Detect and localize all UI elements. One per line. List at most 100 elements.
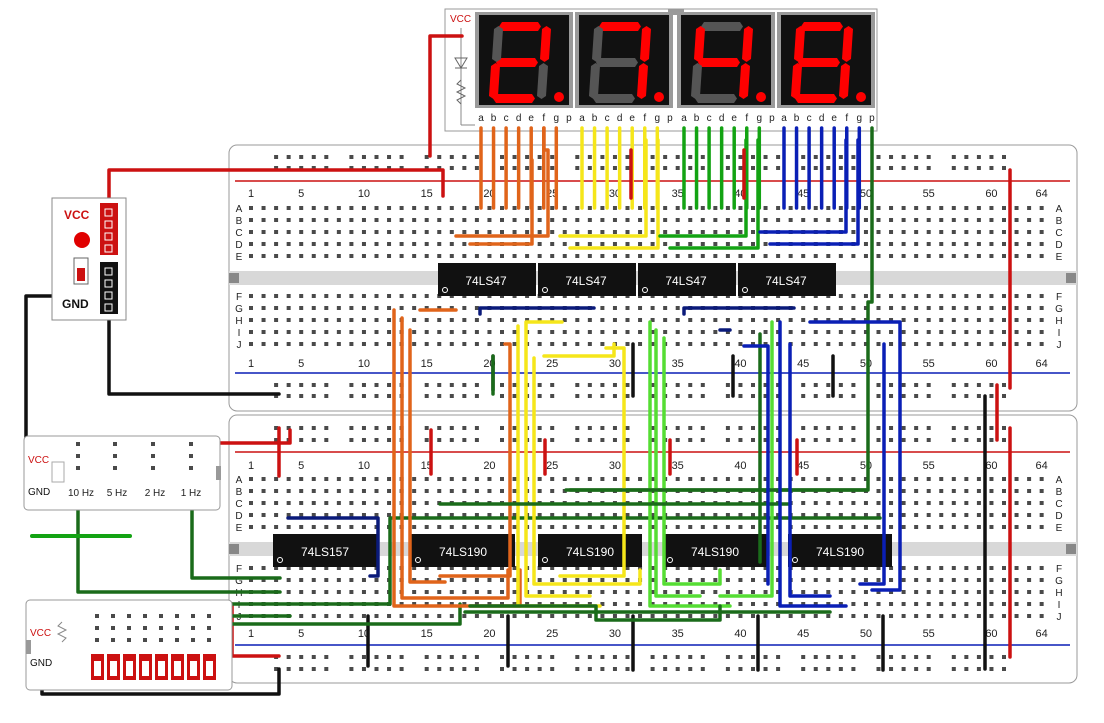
terminal-hole[interactable] xyxy=(1014,501,1019,505)
rail-hole[interactable] xyxy=(976,438,981,442)
terminal-hole[interactable] xyxy=(1014,602,1019,606)
rail-hole[interactable] xyxy=(274,155,279,159)
terminal-hole[interactable] xyxy=(336,318,341,322)
terminal-hole[interactable] xyxy=(274,513,279,517)
rail-hole[interactable] xyxy=(926,383,931,387)
terminal-hole[interactable] xyxy=(575,318,580,322)
rail-hole[interactable] xyxy=(688,438,693,442)
terminal-hole[interactable] xyxy=(951,525,956,529)
terminal-hole[interactable] xyxy=(939,254,944,258)
terminal-hole[interactable] xyxy=(751,477,755,481)
terminal-hole[interactable] xyxy=(663,602,668,606)
terminal-hole[interactable] xyxy=(801,206,806,210)
terminal-hole[interactable] xyxy=(500,218,504,222)
rail-hole[interactable] xyxy=(311,166,316,170)
terminal-hole[interactable] xyxy=(851,206,856,210)
terminal-hole[interactable] xyxy=(1027,614,1032,618)
terminal-hole[interactable] xyxy=(738,230,743,234)
rail-hole[interactable] xyxy=(964,155,969,159)
rail-hole[interactable] xyxy=(361,655,366,659)
terminal-hole[interactable] xyxy=(851,602,856,606)
terminal-hole[interactable] xyxy=(851,294,856,298)
terminal-hole[interactable] xyxy=(876,206,881,210)
terminal-hole[interactable] xyxy=(336,489,341,493)
terminal-hole[interactable] xyxy=(625,477,630,481)
terminal-hole[interactable] xyxy=(1027,513,1032,517)
terminal-hole[interactable] xyxy=(763,477,768,481)
terminal-hole[interactable] xyxy=(525,230,530,234)
bcd-wire[interactable] xyxy=(392,308,522,608)
terminal-hole[interactable] xyxy=(512,489,517,493)
rail-hole[interactable] xyxy=(500,166,504,170)
terminal-hole[interactable] xyxy=(1027,318,1032,322)
terminal-hole[interactable] xyxy=(901,578,906,582)
terminal-hole[interactable] xyxy=(474,513,479,517)
terminal-hole[interactable] xyxy=(801,566,806,570)
terminal-hole[interactable] xyxy=(412,318,417,322)
rail-hole[interactable] xyxy=(600,383,605,387)
rail-hole[interactable] xyxy=(462,166,467,170)
terminal-hole[interactable] xyxy=(688,254,693,258)
terminal-hole[interactable] xyxy=(512,614,517,618)
terminal-hole[interactable] xyxy=(964,578,969,582)
terminal-hole[interactable] xyxy=(914,254,919,258)
dip-switch-toggle[interactable] xyxy=(206,661,213,676)
terminal-hole[interactable] xyxy=(625,306,630,310)
rail-hole[interactable] xyxy=(387,655,392,659)
rail-hole[interactable] xyxy=(951,383,956,387)
terminal-hole[interactable] xyxy=(537,206,542,210)
terminal-hole[interactable] xyxy=(663,318,668,322)
terminal-hole[interactable] xyxy=(299,342,304,346)
terminal-hole[interactable] xyxy=(801,218,806,222)
rail-hole[interactable] xyxy=(437,667,442,671)
terminal-hole[interactable] xyxy=(751,318,755,322)
terminal-hole[interactable] xyxy=(311,489,316,493)
terminal-hole[interactable] xyxy=(1039,294,1044,298)
rail-hole[interactable] xyxy=(462,655,467,659)
terminal-hole[interactable] xyxy=(424,477,429,481)
clock-pin[interactable] xyxy=(189,466,193,470)
terminal-hole[interactable] xyxy=(512,206,517,210)
rail-hole[interactable] xyxy=(525,667,530,671)
rail-hole[interactable] xyxy=(500,438,504,442)
terminal-hole[interactable] xyxy=(537,578,542,582)
rail-hole[interactable] xyxy=(751,394,755,398)
terminal-hole[interactable] xyxy=(1039,242,1044,246)
terminal-hole[interactable] xyxy=(387,342,392,346)
rail-hole[interactable] xyxy=(525,655,530,659)
terminal-hole[interactable] xyxy=(650,306,655,310)
terminal-hole[interactable] xyxy=(612,513,617,517)
terminal-hole[interactable] xyxy=(663,590,668,594)
rail-hole[interactable] xyxy=(324,155,329,159)
rail-hole[interactable] xyxy=(1002,166,1006,170)
terminal-hole[interactable] xyxy=(324,242,329,246)
terminal-hole[interactable] xyxy=(725,318,730,322)
rail-hole[interactable] xyxy=(751,667,755,671)
terminal-hole[interactable] xyxy=(876,230,881,234)
rail-hole[interactable] xyxy=(587,667,592,671)
rail-hole[interactable] xyxy=(675,155,680,159)
terminal-hole[interactable] xyxy=(587,602,592,606)
rail-hole[interactable] xyxy=(550,155,555,159)
terminal-hole[interactable] xyxy=(462,306,467,310)
terminal-hole[interactable] xyxy=(939,489,944,493)
chip-74ls190[interactable]: 74LS190 xyxy=(663,534,767,567)
terminal-hole[interactable] xyxy=(600,590,605,594)
terminal-hole[interactable] xyxy=(926,218,931,222)
clock-pin[interactable] xyxy=(76,466,80,470)
terminal-hole[interactable] xyxy=(387,330,392,334)
rail-hole[interactable] xyxy=(776,426,781,430)
terminal-hole[interactable] xyxy=(274,206,279,210)
rail-hole[interactable] xyxy=(449,394,454,398)
terminal-hole[interactable] xyxy=(311,254,316,258)
terminal-hole[interactable] xyxy=(776,513,781,517)
terminal-hole[interactable] xyxy=(1027,254,1032,258)
terminal-hole[interactable] xyxy=(876,342,881,346)
rail-hole[interactable] xyxy=(1002,155,1006,159)
rail-hole[interactable] xyxy=(437,426,442,430)
terminal-hole[interactable] xyxy=(512,513,517,517)
rail-hole[interactable] xyxy=(838,155,843,159)
rail-hole[interactable] xyxy=(424,667,429,671)
terminal-hole[interactable] xyxy=(876,477,881,481)
rail-hole[interactable] xyxy=(826,166,831,170)
